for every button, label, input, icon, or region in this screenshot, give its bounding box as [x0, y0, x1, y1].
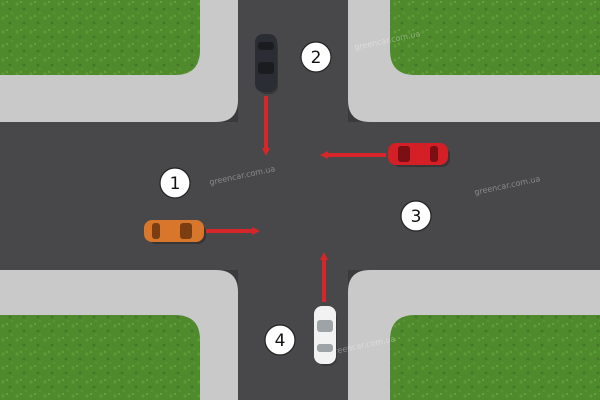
badge-1: 1 — [159, 167, 191, 199]
badge-3: 3 — [400, 200, 432, 232]
grass-bottom-left — [0, 315, 200, 400]
car-2 — [255, 34, 278, 94]
car-3 — [388, 143, 450, 167]
car-2-windshield — [258, 62, 274, 74]
badge-2-label: 2 — [311, 48, 322, 68]
grass-top-left — [0, 0, 200, 75]
car-4-rear-window — [317, 344, 333, 352]
car-4 — [314, 306, 337, 366]
grass-top-right — [390, 0, 600, 75]
car-4-windshield — [317, 320, 333, 332]
car-1-windshield — [180, 223, 192, 239]
sidewalk-bottom-left — [0, 270, 238, 400]
sidewalk-top-right — [348, 0, 600, 122]
car-4-body — [314, 306, 336, 364]
badge-4: 4 — [264, 324, 296, 356]
car-1-rear-window — [152, 223, 160, 239]
badge-3-label: 3 — [411, 207, 422, 227]
car-1 — [144, 220, 206, 244]
badge-1-label: 1 — [170, 174, 181, 194]
car-2-rear-window — [258, 42, 274, 50]
grass-bottom-right — [390, 315, 600, 400]
car-3-rear-window — [430, 146, 438, 162]
badge-4-label: 4 — [275, 331, 286, 351]
sidewalk-top-left — [0, 0, 238, 122]
car-3-body — [388, 143, 448, 165]
sidewalk-bottom-right — [348, 270, 600, 400]
car-3-windshield — [398, 146, 410, 162]
badge-2: 2 — [300, 41, 332, 73]
